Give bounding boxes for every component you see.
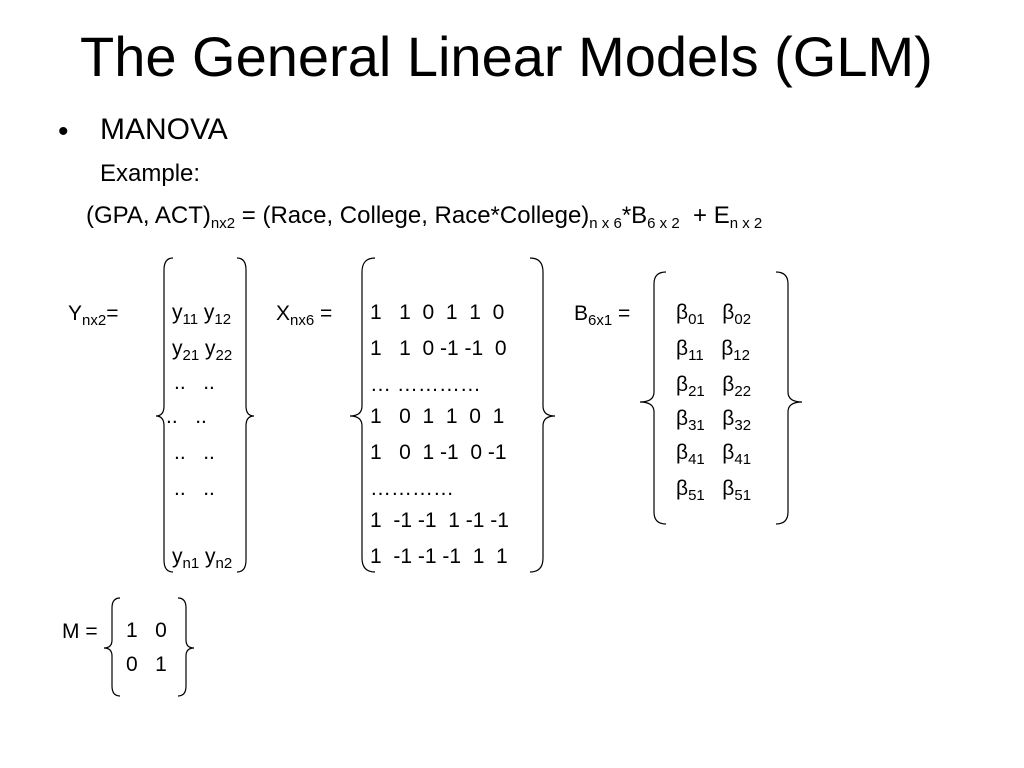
equation-e-sub: n x 2 — [729, 215, 763, 232]
x-row-4: 1 0 1 1 0 1 — [370, 405, 505, 428]
x-row-7: 1 -1 -1 1 -1 -1 — [370, 509, 509, 532]
m-row-2: 0 1 — [126, 653, 167, 676]
m-matrix-braces — [103, 597, 195, 697]
m-matrix-label: M = — [62, 620, 98, 643]
x-row-1: 1 1 0 1 1 0 — [370, 301, 505, 324]
equation-b: *B — [621, 202, 648, 229]
b-row-2: β11 β12 — [676, 337, 750, 364]
y-row-1: y11 y12 — [172, 301, 232, 328]
b-row-4: β31 β32 — [676, 407, 752, 434]
model-equation: (GPA, ACT)nx2 = (Race, College, Race*Col… — [86, 198, 762, 234]
equation-lhs-sub: nx2 — [210, 215, 236, 232]
b-matrix-braces — [639, 271, 803, 525]
equation-design: (Race, College, Race*College) — [262, 202, 590, 229]
y-row-4: .. .. — [166, 405, 207, 428]
equation-b-sub: 6 x 2 — [647, 215, 680, 232]
x-row-3: … ………… — [370, 373, 481, 396]
equation-lhs: (GPA, ACT) — [86, 202, 211, 229]
x-matrix-braces — [349, 257, 556, 573]
x-matrix-label: Xnx6 = — [276, 302, 333, 329]
x-row-5: 1 0 1 -1 0 -1 — [370, 441, 507, 464]
example-label: Example: — [100, 160, 201, 187]
x-row-2: 1 1 0 -1 -1 0 — [370, 337, 507, 360]
y-matrix-label: Ynx2= — [68, 302, 119, 329]
b-row-6: β51 β51 — [676, 477, 752, 504]
bullet-marker: • — [58, 115, 69, 148]
x-row-6: ………… — [370, 477, 454, 500]
b-row-5: β41 β41 — [676, 441, 752, 468]
slide-title: The General Linear Models (GLM) — [80, 25, 933, 88]
y-row-2: y21 y22 — [172, 337, 233, 364]
y-row-6: .. .. — [174, 477, 215, 500]
equation-design-sub: n x 6 — [589, 215, 622, 232]
y-row-5: .. .. — [174, 441, 215, 464]
b-row-1: β01 β02 — [676, 301, 752, 328]
equation-plus-e: + E — [693, 202, 730, 229]
y-matrix-braces — [155, 257, 255, 573]
bullet-text: MANOVA — [100, 113, 228, 146]
m-row-1: 1 0 — [126, 619, 167, 642]
b-row-3: β21 β22 — [676, 373, 752, 400]
y-row-3: .. .. — [174, 371, 215, 394]
equation-eq: = — [241, 202, 256, 229]
x-row-8: 1 -1 -1 -1 1 1 — [370, 545, 508, 568]
y-row-7: yn1 yn2 — [172, 545, 233, 572]
b-matrix-label: B6x1 = — [574, 302, 631, 329]
